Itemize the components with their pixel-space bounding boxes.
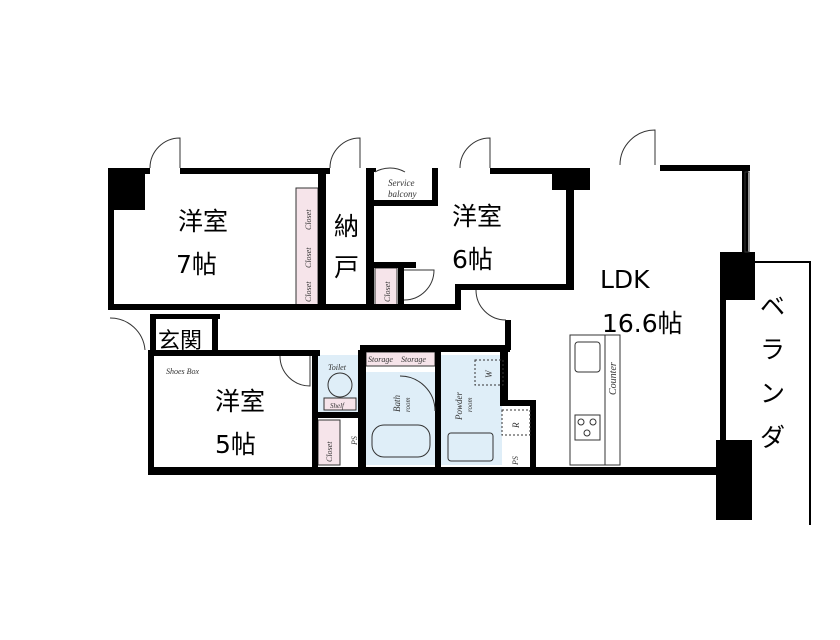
counter-label: Counter [608,362,619,395]
veranda-char-4: ダ [760,423,785,452]
room-western-5-name: 洋室 [215,387,265,416]
room-storage-top: 納 [334,212,359,241]
fixtures [109,129,811,525]
bathroom-area [366,372,435,465]
room-ldk-size: 16.6帖 [602,309,683,338]
ps-label-1: PS [350,436,359,446]
toilet-label: Toilet [328,363,347,372]
storage-label-2: Storage [401,355,426,364]
toilet-shelf [323,397,357,411]
room-entrance-name: 玄関 [158,329,202,354]
room-ldk-name: LDK [600,265,650,294]
walls [108,165,755,520]
ps-label-2: PS [511,456,520,466]
bath-label-1: Bath [392,395,402,412]
veranda-char-1: ベ [760,292,785,321]
veranda-char-3: ン [760,379,785,408]
service-balcony-label-2: balcony [388,189,417,199]
closet-label-4: Closet [383,281,392,302]
fridge-label: R [511,422,521,429]
closet-label-2: Closet [304,247,313,268]
powder-label-1: Powder [454,392,464,421]
room-western-5-size: 5帖 [215,430,256,459]
closet-label-1: Closet [304,209,313,230]
room-western-6-size: 6帖 [452,245,493,274]
bath-label-2: room [404,397,412,412]
washer-label: W [484,369,494,378]
room-western-7-size: 7帖 [176,250,217,279]
veranda-char-2: ラ [760,335,785,364]
shoes-box-label: Shoes Box [166,367,200,376]
powder-label-2: room [466,397,474,412]
room-western-6-name: 洋室 [452,202,502,231]
storage-label-1: Storage [368,355,393,364]
closet-label-3: Closet [304,281,313,302]
closet-label-5: Closet [325,441,334,462]
powder-room-area [440,355,502,465]
room-storage-bottom: 戸 [334,253,359,282]
shelf-label: Shelf [330,402,345,410]
service-balcony-label-1: Service [388,178,414,188]
room-western-7-name: 洋室 [178,207,228,236]
